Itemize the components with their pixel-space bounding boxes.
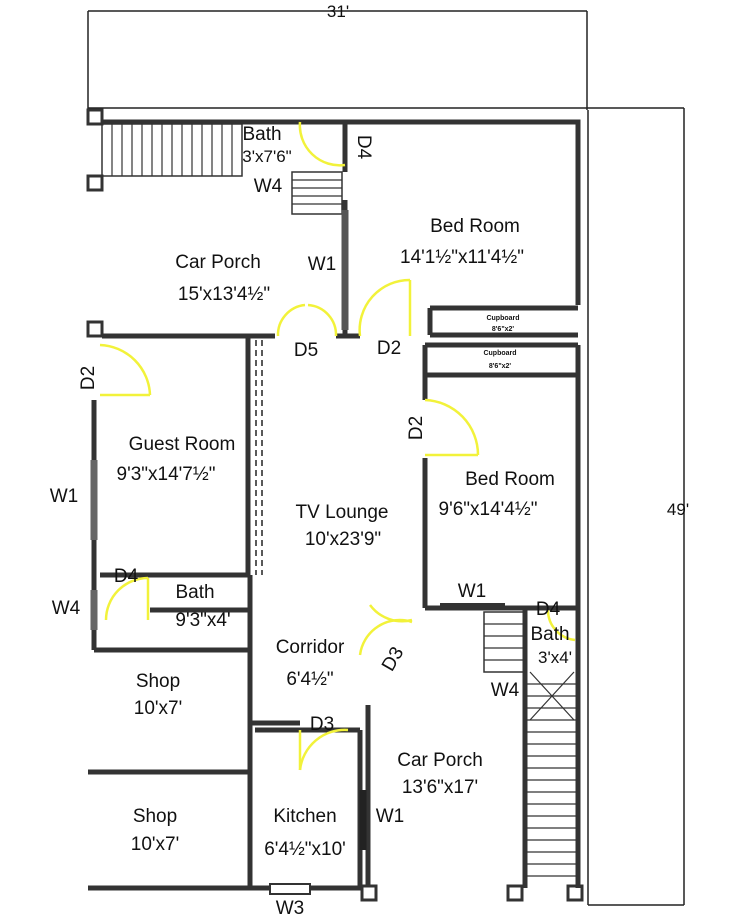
room-size: 6'4½" (286, 669, 333, 690)
cupboard-top: Cupboard 8'6"x2' (486, 315, 519, 333)
door-label: D4 (114, 566, 139, 587)
door-label: D2 (377, 338, 401, 359)
window-label: W1 (50, 486, 79, 507)
room-name: Shop (133, 806, 177, 827)
door-label: D2 (78, 366, 99, 390)
room-size: 9'3"x14'7½" (117, 464, 216, 485)
room-size: 3'x4' (538, 648, 572, 667)
dimension-lines (87, 10, 685, 906)
staircase-bottom (483, 611, 578, 877)
room-size: 10'x7' (131, 834, 179, 855)
room-name: Shop (136, 671, 180, 692)
room-name: Bath (530, 624, 569, 645)
window-marks (90, 210, 505, 895)
room-size: 10'x23'9" (305, 529, 381, 550)
window-label: W4 (52, 598, 81, 619)
room-size: 14'1½"x11'4½" (400, 247, 524, 268)
door-label: D3 (378, 643, 408, 675)
window-label: W3 (276, 898, 305, 916)
door-label: D4 (536, 599, 561, 620)
window-label: W1 (376, 806, 405, 827)
room-name: TV Lounge (296, 502, 389, 523)
door-label: D3 (310, 714, 334, 735)
staircase-top (101, 123, 343, 215)
cupboard-label: Cupboard (486, 315, 519, 322)
cupboard-size: 8'6"x2' (492, 326, 515, 333)
room-size: 10'x7' (134, 698, 182, 719)
room-size: 3'x7'6" (242, 147, 291, 166)
room-name: Guest Room (129, 434, 236, 455)
door-label: D2 (406, 416, 427, 440)
dimension-width: 31' (327, 2, 349, 21)
window-label: W4 (491, 680, 520, 701)
room-name: Kitchen (273, 806, 336, 827)
window-label: W1 (308, 254, 337, 275)
room-name: Car Porch (175, 252, 261, 273)
cupboard-bottom: Cupboard 8'6"x2' (483, 350, 516, 370)
room-name: Bath (175, 582, 214, 603)
room-size: 15'x13'4½" (178, 284, 270, 305)
cupboard-label: Cupboard (483, 350, 516, 357)
room-size: 9'6"x14'4½" (439, 499, 538, 520)
room-name: Car Porch (397, 750, 483, 771)
door-label: D4 (353, 135, 374, 160)
room-size: 13'6"x17' (402, 777, 478, 798)
door-label: D5 (294, 340, 318, 361)
door-swings (99, 121, 576, 771)
room-name: Corridor (276, 637, 345, 658)
room-size: 6'4½"x10' (264, 839, 346, 860)
room-name: Bed Room (465, 469, 555, 490)
room-name: Bath (242, 124, 281, 145)
dimension-depth: 49' (667, 500, 689, 519)
window-label: W1 (458, 581, 487, 602)
cupboard-size: 8'6"x2' (489, 363, 512, 370)
window-label: W4 (254, 176, 283, 197)
room-name: Bed Room (430, 216, 520, 237)
room-size: 9'3"x4' (175, 610, 230, 631)
